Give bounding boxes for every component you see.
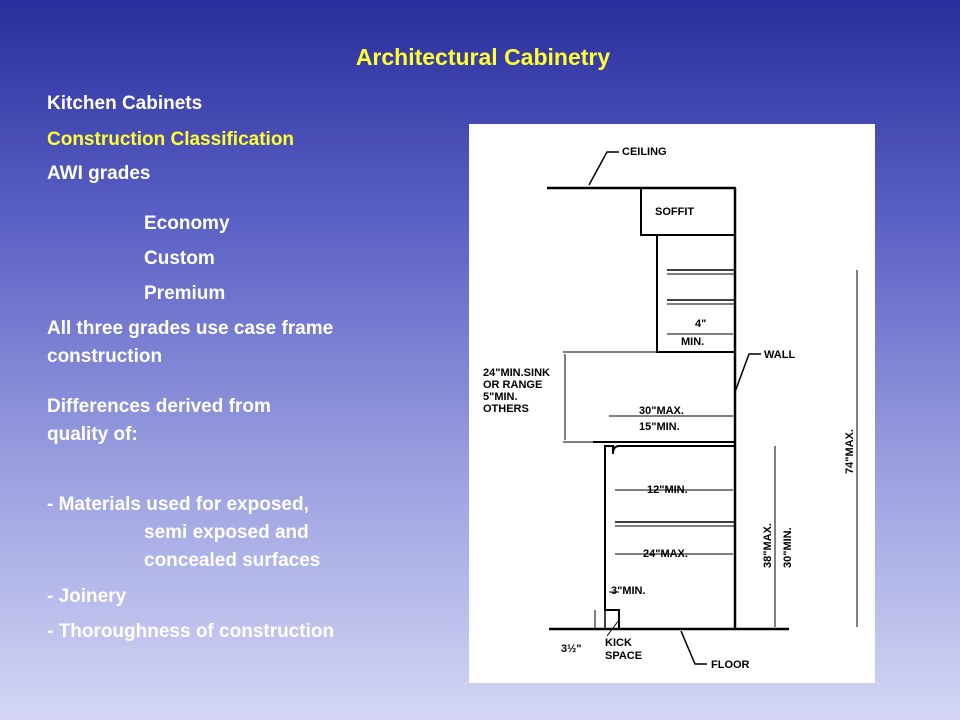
bullet-joinery: - Joinery [47,586,127,607]
upper-depth-label-1: 4" [695,318,706,330]
clearance-label-2: OR RANGE [483,379,542,391]
ceiling-label: CEILING [622,146,667,158]
text-differences-line2: quality of: [47,424,138,445]
text-differences-line1: Differences derived from [47,396,271,417]
kick-label-1: KICK [605,637,632,649]
soffit-label: SOFFIT [655,206,694,218]
cabinet-section-diagram: CEILING WALL SOFFIT 4" MIN. 24"MIN.SINK … [469,124,875,683]
base-cabinet [593,441,736,629]
kick-label-2: SPACE [605,650,642,662]
upper-height-min-label: 15"MIN. [639,421,680,433]
kick-leader [606,619,620,637]
toe-depth-label: 3"MIN. [611,585,646,597]
base-depth-label: 24"MAX. [643,548,688,560]
grade-economy: Economy [144,213,230,234]
text-case-frame-line1: All three grades use case frame [47,318,334,339]
upper-depth-label-2: MIN. [681,336,704,348]
cabinet-section-svg: CEILING WALL SOFFIT 4" MIN. 24"MIN.SINK … [483,146,858,671]
floor-leader [680,630,707,665]
text-case-frame-line2: construction [47,346,163,367]
total-height-label: 74"MAX. [844,429,856,474]
base-height-max-label: 38"MAX. [762,523,774,568]
wall-label: WALL [764,349,795,361]
wall-leader [734,353,761,393]
text-construction-classification: Construction Classification [47,129,295,150]
text-kitchen-cabinets: Kitchen Cabinets [47,93,203,114]
bullet-materials-line3: concealed surfaces [144,550,321,571]
base-height-min-label: 30"MIN. [782,527,794,568]
bullet-thoroughness: - Thoroughness of construction [47,621,335,642]
text-awi-grades: AWI grades [47,163,151,184]
grade-premium: Premium [144,283,226,304]
shelf-depth-label: 12"MIN. [647,484,688,496]
ceiling-leader [588,151,619,186]
slide-title: Architectural Cabinetry [355,44,611,70]
kick-height-label: 3½" [561,643,582,655]
bullet-materials-line2: semi exposed and [144,522,309,543]
clearance-label-1: 24"MIN.SINK [483,367,550,379]
clearance-label-4: OTHERS [483,403,529,415]
soffit-box [640,187,736,236]
grade-custom: Custom [144,248,215,269]
floor-label: FLOOR [711,659,750,671]
bullet-materials-line1: - Materials used for exposed, [47,494,309,515]
clearance-label-3: 5"MIN. [483,391,518,403]
upper-height-max-label: 30"MAX. [639,405,684,417]
